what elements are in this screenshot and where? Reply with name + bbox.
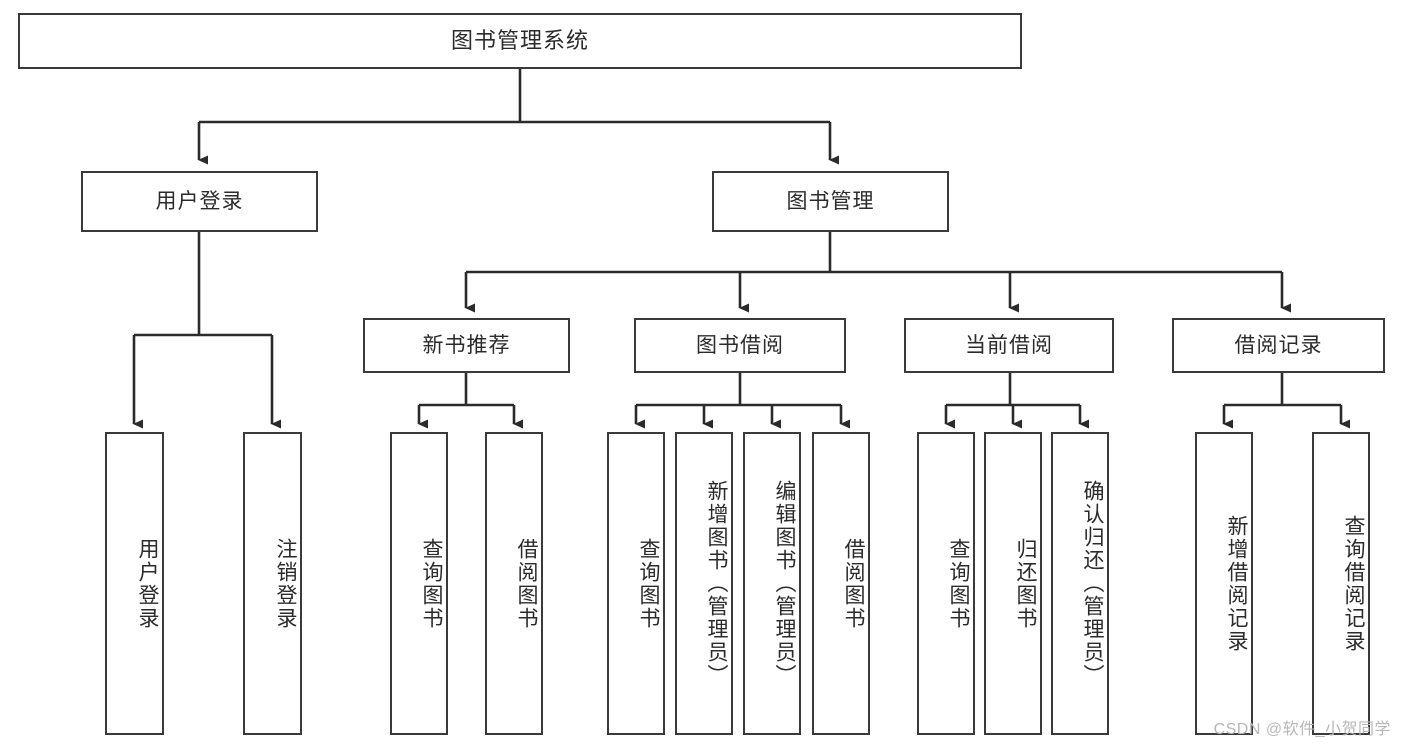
node-user-login[interactable]: 用户登录	[81, 171, 318, 232]
leaf-query-book-borrow[interactable]: 查询图书	[607, 432, 665, 735]
node-borrow-record[interactable]: 借阅记录	[1172, 318, 1385, 373]
node-current-borrow[interactable]: 当前借阅	[904, 318, 1114, 373]
watermark: CSDN @软件_小贺同学	[1213, 721, 1391, 738]
leaf-user-login[interactable]: 用户登录	[105, 432, 164, 735]
node-label: 编辑图书（管理员）	[773, 480, 796, 687]
node-label: 图书借阅	[696, 333, 784, 357]
leaf-query-book-current[interactable]: 查询图书	[917, 432, 975, 735]
leaf-add-book-admin[interactable]: 新增图书（管理员）	[675, 432, 733, 735]
node-label: 借阅图书	[842, 537, 865, 630]
leaf-edit-book-admin[interactable]: 编辑图书（管理员）	[743, 432, 801, 735]
node-label: 查询图书	[637, 537, 660, 630]
node-label: 图书管理系统	[450, 27, 589, 53]
leaf-confirm-return-admin[interactable]: 确认归还（管理员）	[1051, 432, 1109, 735]
node-label: 新书推荐	[422, 333, 511, 357]
node-label: 注销登录	[274, 537, 297, 630]
node-root-book-management-system[interactable]: 图书管理系统	[18, 13, 1022, 69]
leaf-query-book-recommend[interactable]: 查询图书	[390, 432, 448, 735]
node-label: 确认归还（管理员）	[1081, 480, 1104, 687]
node-label: 图书管理	[786, 189, 875, 213]
node-new-book-recommend[interactable]: 新书推荐	[363, 318, 570, 373]
node-label: 用户登录	[155, 189, 244, 213]
node-book-borrow[interactable]: 图书借阅	[634, 318, 846, 373]
node-label: 借阅图书	[515, 537, 538, 630]
node-book-management[interactable]: 图书管理	[712, 171, 949, 232]
node-label: 归还图书	[1014, 537, 1037, 630]
node-label: 用户登录	[136, 537, 159, 630]
node-label: 借阅记录	[1234, 333, 1323, 357]
node-label: 查询图书	[947, 537, 970, 630]
leaf-return-book[interactable]: 归还图书	[984, 432, 1042, 735]
node-label: 当前借阅	[965, 333, 1053, 357]
leaf-borrow-book[interactable]: 借阅图书	[812, 432, 870, 735]
leaf-user-logout[interactable]: 注销登录	[243, 432, 302, 735]
node-label: 查询图书	[420, 537, 443, 630]
node-label: 新增借阅记录	[1225, 514, 1248, 653]
leaf-borrow-book-recommend[interactable]: 借阅图书	[485, 432, 543, 735]
node-label: 查询借阅记录	[1342, 514, 1365, 653]
leaf-add-borrow-record[interactable]: 新增借阅记录	[1195, 432, 1253, 735]
leaf-query-borrow-record[interactable]: 查询借阅记录	[1312, 432, 1370, 735]
node-label: 新增图书（管理员）	[705, 480, 728, 687]
